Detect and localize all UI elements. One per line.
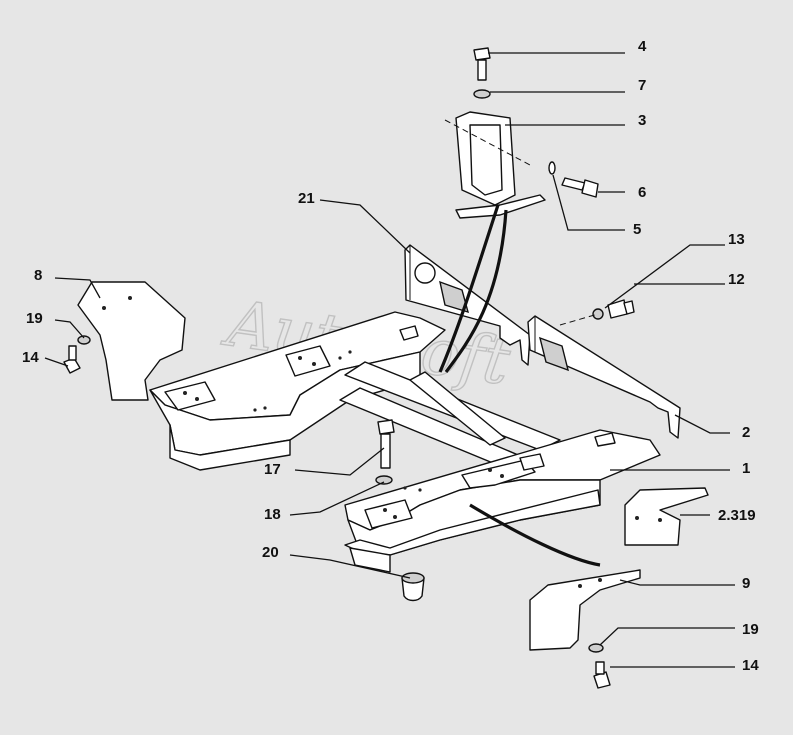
- callout-18: 18: [264, 506, 281, 523]
- callout-7: 7: [638, 77, 646, 94]
- callout-2-319: 2.319: [718, 507, 756, 524]
- callout-20: 20: [262, 544, 279, 561]
- callout-8: 8: [34, 267, 42, 284]
- callout-21: 21: [298, 190, 315, 207]
- callout-1: 1: [742, 460, 750, 477]
- callout-3: 3: [638, 112, 646, 129]
- cover-9: [529, 569, 641, 689]
- callout-9: 9: [742, 575, 750, 592]
- washer-13: [592, 308, 604, 320]
- callout-4: 4: [638, 38, 647, 55]
- callout-19-right: 19: [742, 621, 759, 638]
- callout-5: 5: [633, 221, 641, 238]
- bolt-6: [561, 177, 599, 198]
- callout-13: 13: [728, 231, 745, 248]
- side-panel-2: [527, 315, 681, 439]
- bolt-4: [473, 47, 491, 81]
- callout-12: 12: [728, 271, 745, 288]
- washer-18: [375, 475, 393, 485]
- bolt-12: [607, 299, 635, 319]
- bolt-17: [377, 419, 395, 469]
- callout-2: 2: [742, 424, 750, 441]
- callout-14-left: 14: [22, 349, 39, 366]
- callout-19-left: 19: [26, 310, 43, 327]
- washer-7: [473, 89, 491, 99]
- washer-5: [548, 161, 556, 175]
- bracket-2-319: [624, 487, 709, 546]
- cable-bracket-3: [438, 111, 601, 567]
- side-panel-21: [404, 244, 531, 366]
- callout-labels: 4 7 3 6 5 21 13 12 8 19 14 2 1 17 2.319 …: [22, 38, 759, 674]
- callout-6: 6: [638, 184, 646, 201]
- cover-8: [63, 281, 186, 401]
- callout-17: 17: [264, 461, 281, 478]
- bumper-20: [401, 572, 425, 602]
- callout-14-right: 14: [742, 657, 759, 674]
- main-frame: [149, 311, 661, 573]
- leader-lines: [44, 52, 735, 668]
